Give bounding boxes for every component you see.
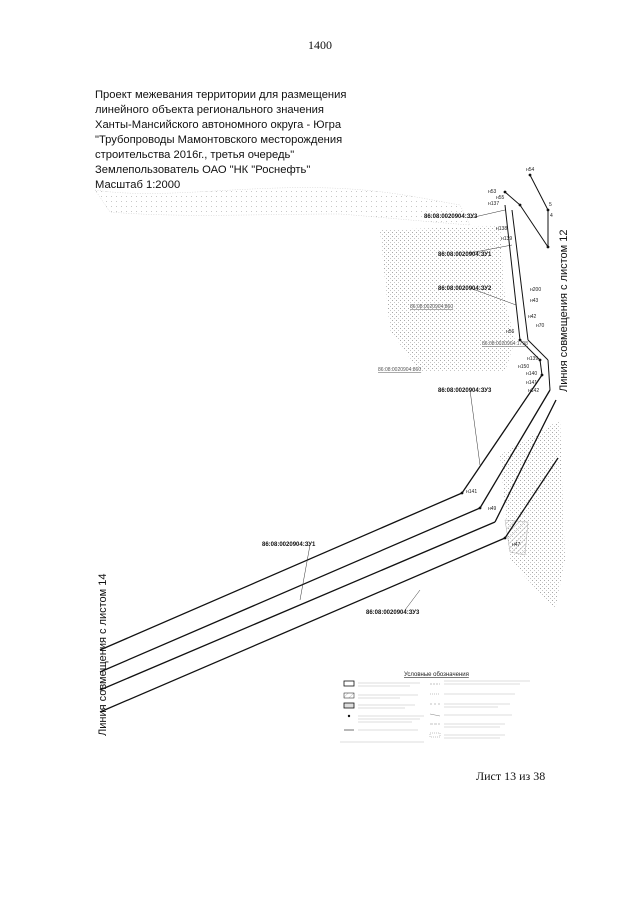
terrain-area-top — [94, 187, 471, 226]
map-scale: Масштаб 1:2000 — [95, 179, 181, 191]
parcel-label: 86:08:0020904:ЗУ2 — [438, 286, 492, 292]
point-label: н56 — [506, 329, 515, 335]
title-line: Ханты-Мансийского автономного округа - Ю… — [95, 119, 342, 131]
parcel-label: 86:08:0020904:ЗУ1 — [438, 252, 492, 258]
parcel-label: 86:08:0020904:ЗУ3 — [424, 214, 478, 220]
seam-line-label-left: Линия совмещения с листом 14 — [97, 573, 109, 736]
survey-points — [460, 173, 550, 540]
survey-point — [503, 190, 507, 194]
point-label: н70 — [536, 323, 545, 329]
point-label: н141 — [466, 489, 477, 495]
survey-point — [460, 491, 464, 495]
title-line: Проект межевания территории для размещен… — [95, 89, 347, 101]
pipeline-corridor — [99, 374, 559, 713]
point-label: н47 — [512, 542, 521, 548]
point-label: н150 — [518, 364, 529, 370]
point-label: н55 — [496, 195, 505, 201]
point-label: н139 — [501, 236, 512, 242]
terrain-area-right — [380, 226, 515, 372]
point-label: н54 — [526, 167, 535, 173]
point-label: 4 — [550, 213, 553, 219]
point-label: н141 — [526, 380, 537, 386]
parcel-label: 86:08:0020904:ЗУ3 — [366, 610, 420, 616]
point-label: н43 — [530, 298, 539, 304]
legend-title: Условные обозначения — [404, 672, 469, 678]
page-number: 1400 — [308, 38, 332, 52]
seam-line-label-right: Линия совмещения с листом 12 — [558, 229, 570, 392]
sheet-number: Лист 13 из 38 — [476, 769, 546, 783]
pipeline-corridor-upper — [504, 174, 551, 391]
terrain-area-lower — [500, 420, 565, 610]
point-label: н139 — [527, 356, 538, 362]
survey-point — [546, 208, 550, 212]
survey-point — [528, 173, 532, 177]
survey-point — [518, 203, 522, 207]
point-label: н200 — [530, 287, 541, 293]
point-label: н137 — [488, 201, 499, 207]
existing-parcel-label: 86:08:0020904:860 — [410, 304, 453, 310]
title-line: линейного объекта регионального значения — [95, 104, 324, 116]
survey-point — [538, 358, 542, 362]
survey-point — [540, 373, 544, 377]
parcel-label: 86:08:0020904:ЗУ3 — [438, 388, 492, 394]
point-label: н49 — [488, 506, 497, 512]
map-title-block: Проект межевания территории для размещен… — [95, 88, 395, 193]
point-label: н142 — [528, 388, 539, 394]
survey-point — [518, 338, 522, 342]
point-label: н140 — [526, 371, 537, 377]
survey-point — [503, 536, 507, 540]
parcel-label: 86:08:0020904:ЗУ1 — [262, 542, 316, 548]
legend: Условные обозначения — [340, 672, 530, 743]
terrain-hatched-zone — [504, 519, 529, 556]
existing-parcel-label: 86:08:0020904:860 — [378, 367, 421, 373]
survey-point — [546, 245, 550, 249]
survey-point — [478, 506, 482, 510]
point-label: н138 — [496, 226, 507, 232]
point-label: н53 — [488, 189, 497, 195]
title-line: Землепользователь ОАО "НК "Роснефть" — [95, 164, 311, 176]
title-line: строительства 2016г., третья очередь" — [95, 149, 295, 161]
leader-lines — [299, 209, 517, 611]
title-line: "Трубопроводы Мамонтовского месторождени… — [95, 134, 343, 146]
point-label: н42 — [528, 314, 537, 320]
existing-parcel-label: 86:08:0020904:1798 — [482, 341, 528, 347]
point-label: 5 — [549, 202, 552, 208]
